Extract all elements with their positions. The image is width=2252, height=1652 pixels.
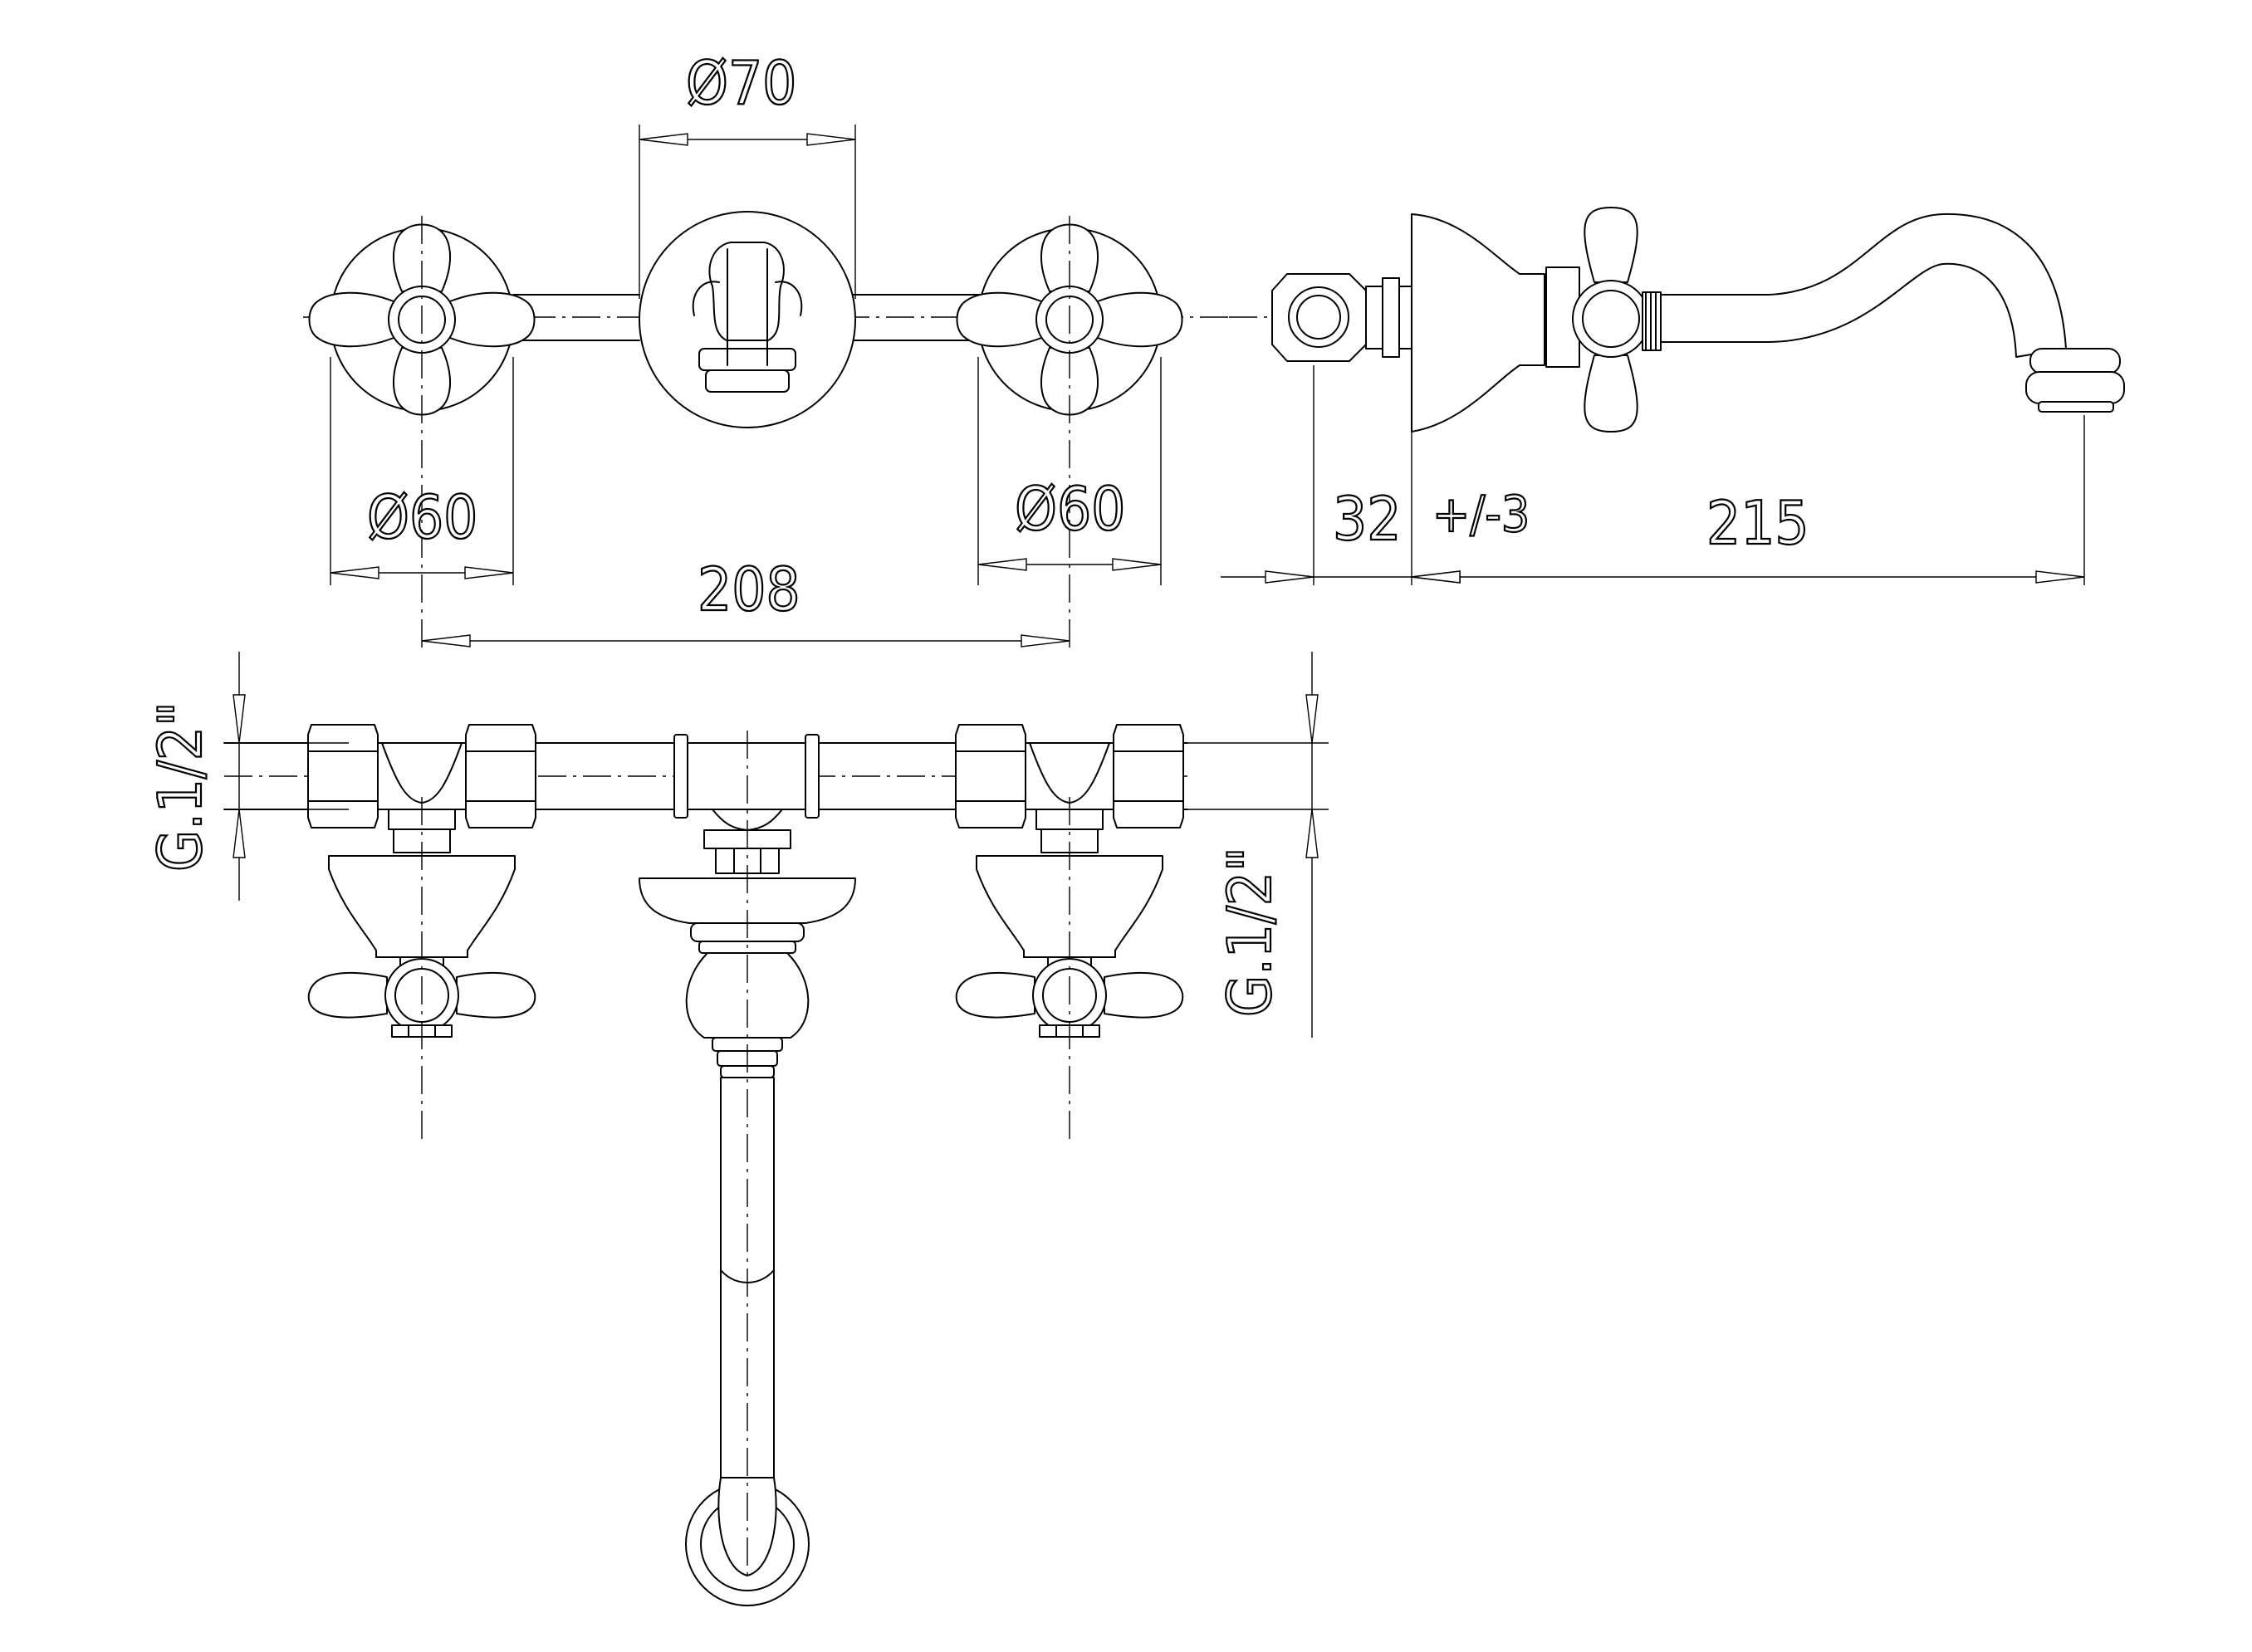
dim-reach-215: 215 (1706, 488, 1809, 558)
dim-dia-60-left: Ø60 (367, 482, 477, 552)
dim-wall-32: 32 (1333, 484, 1401, 554)
plan-view: G.1/2" G.1/2" (144, 652, 1329, 1606)
right-valve-front (956, 216, 1183, 648)
dim-thread-right: G.1/2" (1215, 847, 1285, 1017)
left-valve-front (308, 216, 536, 648)
dim-tolerance: +/-3 (1432, 486, 1530, 544)
dim-spacing-208: 208 (698, 555, 800, 624)
front-view: Ø70 Ø60 Ø60 208 (303, 47, 1229, 648)
dim-dia-70: Ø70 (686, 48, 796, 118)
side-view: 32 +/-3 215 (1221, 207, 2125, 585)
spout-plan (639, 731, 856, 1606)
dim-dia-60-right: Ø60 (1015, 474, 1125, 544)
spout-front (639, 211, 856, 428)
dim-thread-left: G.1/2" (145, 701, 215, 872)
